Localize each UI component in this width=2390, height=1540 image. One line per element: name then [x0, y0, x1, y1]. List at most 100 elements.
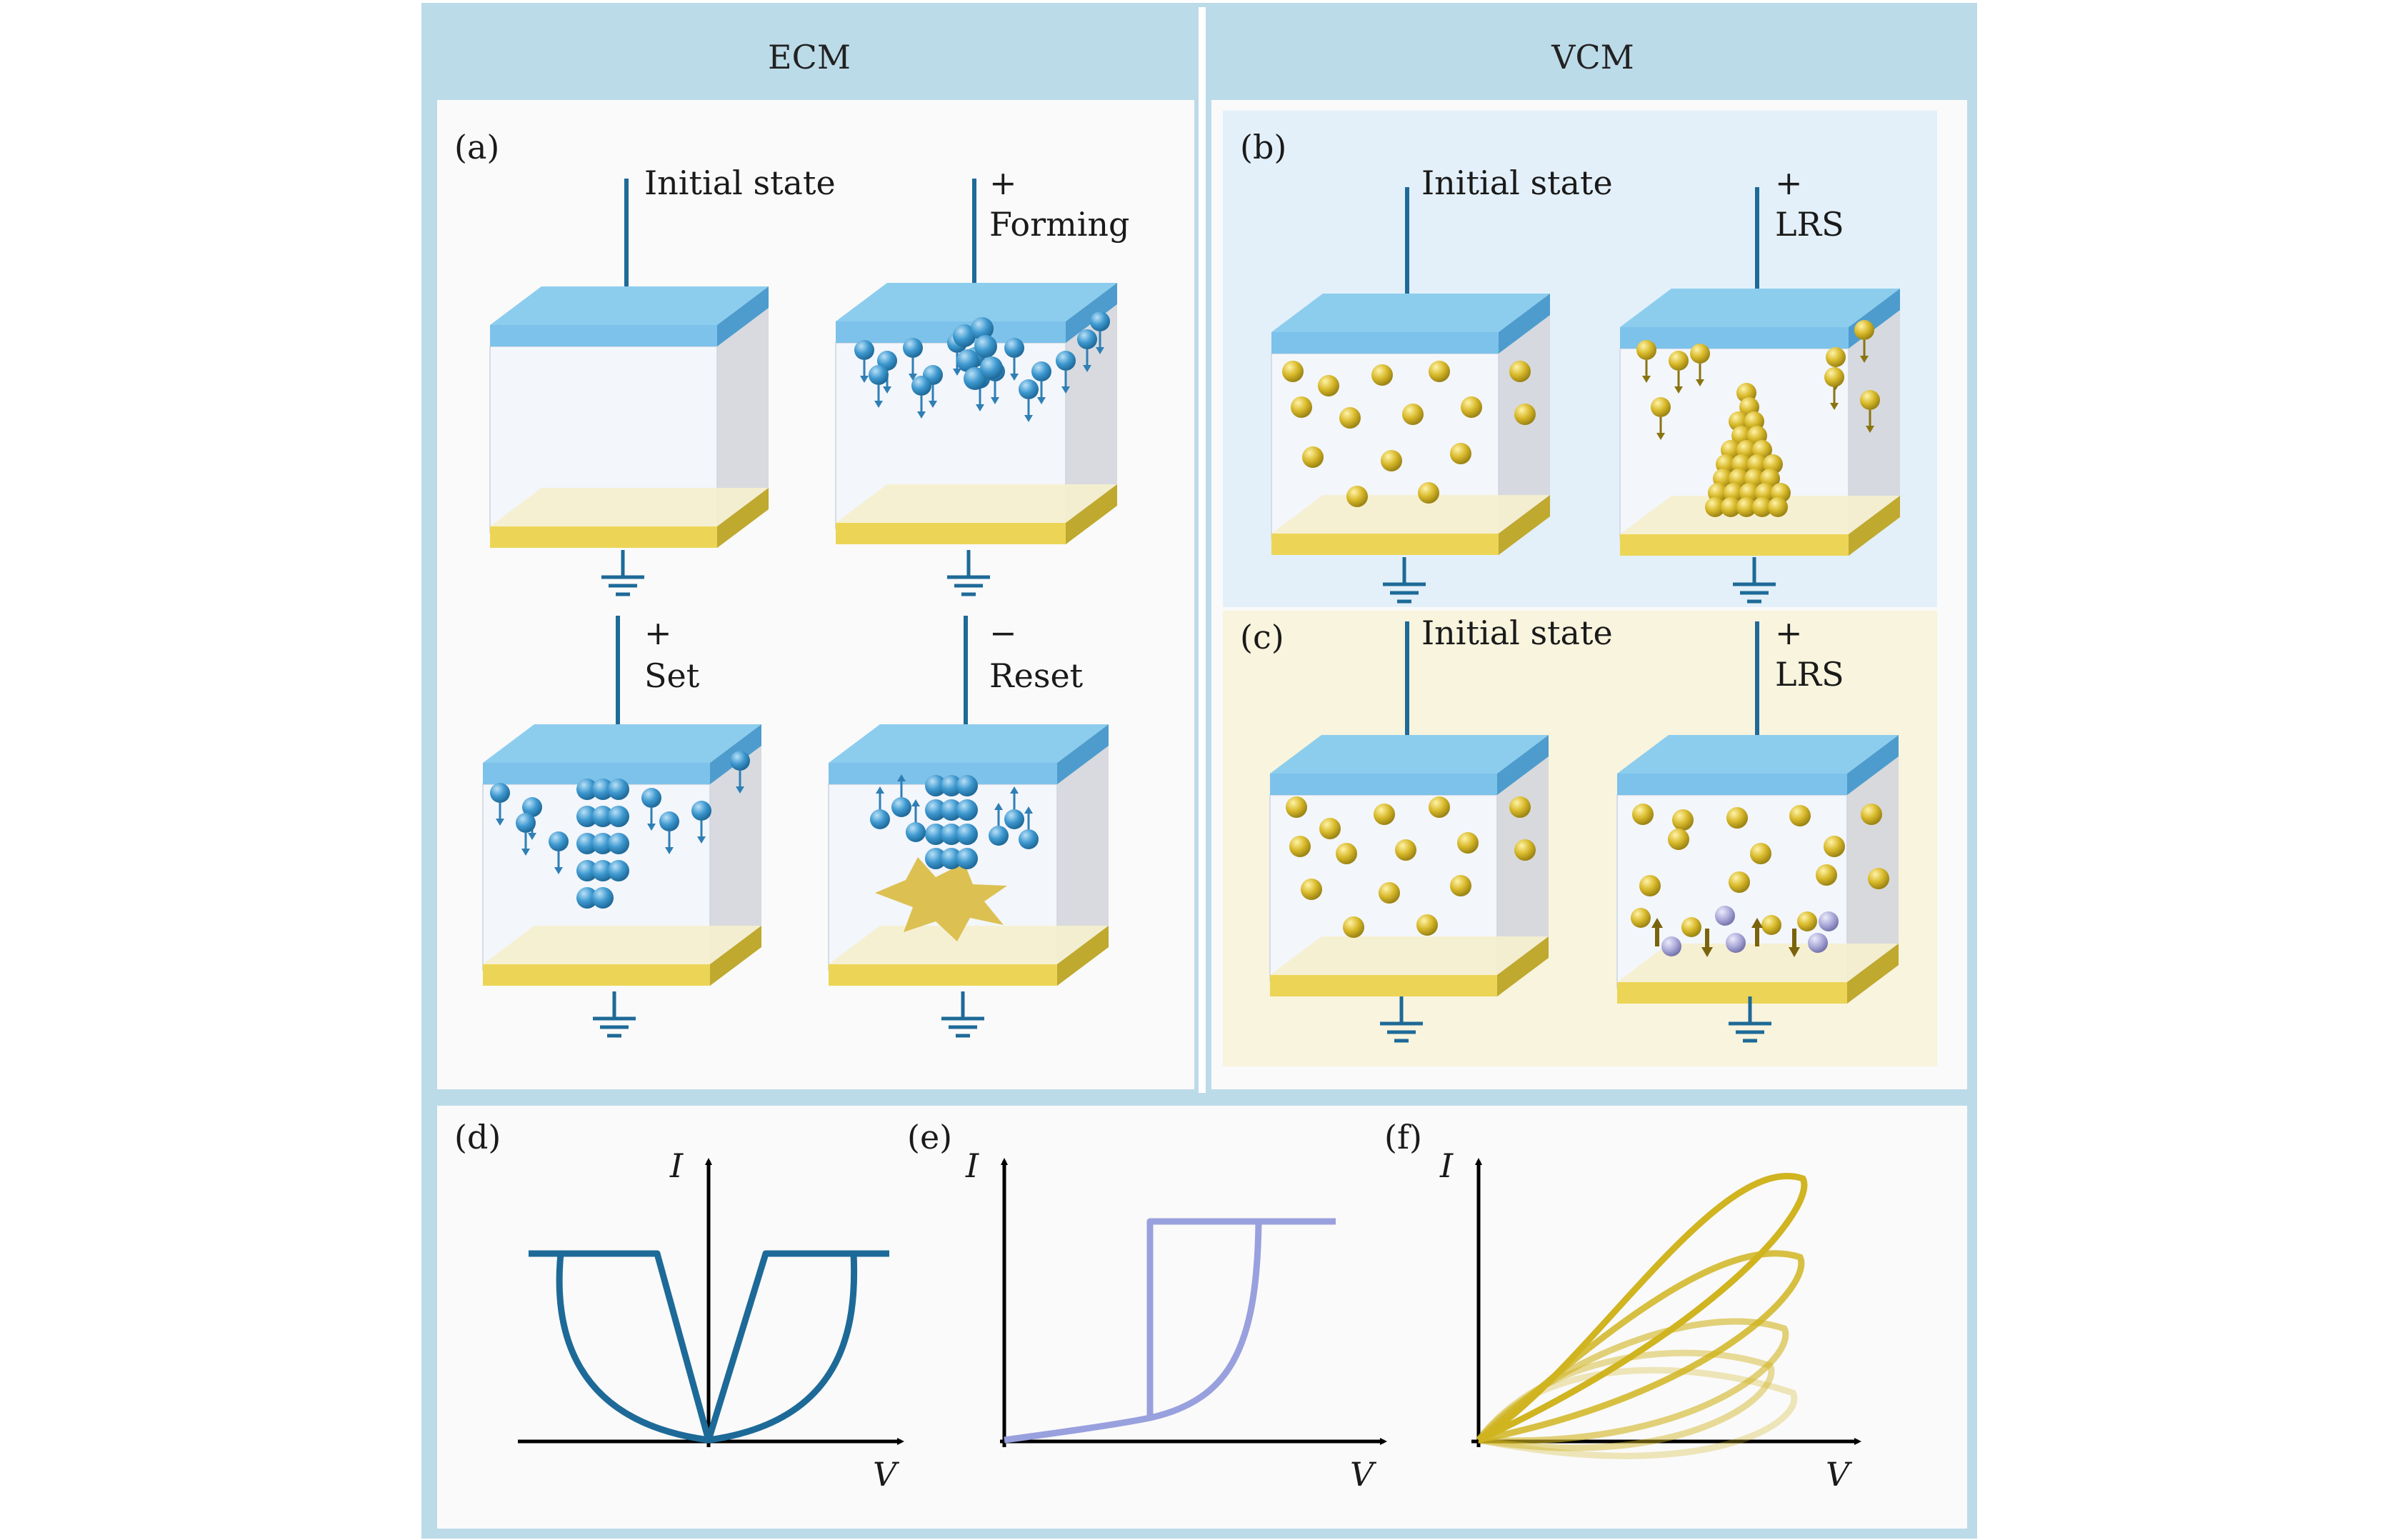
c1-ion-9	[1514, 839, 1536, 861]
c1-top-electrode-side	[1497, 735, 1549, 795]
c2-vacancy-3	[1715, 906, 1735, 926]
b1-ground-icon	[1383, 557, 1426, 604]
a4-ion-3	[1019, 829, 1039, 849]
a4-filament-8	[956, 824, 978, 845]
a3-bottom-electrode-top	[483, 926, 761, 964]
a4-bottom-electrode-side	[1057, 926, 1109, 986]
c1-ion-12	[1450, 875, 1471, 896]
plot-f-loop-3	[1476, 1349, 1775, 1451]
panel-labels: (a) (b) (c) (d) (e) (f)	[454, 128, 1422, 1156]
c2-ion-3	[1789, 805, 1811, 826]
a3-ion-3	[549, 831, 569, 851]
a2-cluster-0	[953, 324, 976, 347]
c2-ion-7	[1824, 836, 1845, 857]
c1-label: Initial state	[1421, 614, 1613, 652]
c2-ground-icon	[1729, 996, 1771, 1043]
a3-ion-arrow-2-head	[521, 849, 530, 856]
b2-device	[1619, 289, 1900, 556]
vcm-header: VCM	[1551, 38, 1634, 76]
c1-ion-10	[1301, 879, 1322, 900]
plot-e-xlabel: V	[1350, 1455, 1377, 1494]
a2-ion-2	[903, 338, 923, 358]
b1-ion-11	[1381, 450, 1402, 471]
a2-cluster-4	[964, 367, 986, 390]
a2-ion-12	[869, 365, 889, 385]
ecm-header: ECM	[768, 38, 851, 76]
a3-ion-arrow-4-head	[647, 824, 656, 831]
c2-ion-6	[1750, 843, 1771, 864]
c2-ion-11	[1868, 868, 1889, 889]
c2-drift-arrow-3-head	[1789, 947, 1800, 957]
a4-filament-2	[956, 775, 978, 796]
b2-side-face	[1849, 306, 1900, 540]
a4-ion-2	[1004, 809, 1024, 829]
a3-polarity: +	[644, 614, 672, 652]
a3-ion-arrow-6-head	[697, 836, 706, 844]
b2-bottom-electrode-side	[1849, 496, 1900, 556]
c2-vacancy-0	[1661, 936, 1681, 956]
a3-filament-1	[592, 779, 614, 800]
a4-filament-4	[941, 799, 962, 821]
a3-filament-4	[592, 806, 614, 827]
c2-bottom-ion-3	[1797, 911, 1817, 931]
device-cells	[482, 179, 1900, 1043]
panel-e-label: (e)	[907, 1118, 952, 1156]
b2-ion-2	[1690, 344, 1710, 364]
a4-top-electrode-top	[829, 724, 1109, 763]
b2-label: LRS	[1775, 205, 1844, 244]
plot-f-ylabel: I	[1439, 1146, 1454, 1185]
c1-ion-14	[1416, 914, 1438, 936]
a2-ion-arrow-4-head	[953, 369, 961, 376]
plot-f-xlabel: V	[1826, 1455, 1853, 1494]
a2-cluster-2	[956, 349, 979, 372]
c2-top-electrode	[1617, 774, 1847, 795]
b2-ion-arrow-5-head	[1860, 356, 1869, 363]
panel-def-background	[437, 1106, 1967, 1529]
a3-ion-4	[641, 788, 661, 808]
b2-ion-arrow-3-head	[1656, 433, 1665, 440]
b2-ion-0	[1636, 340, 1656, 360]
panel-b-label: (b)	[1240, 128, 1286, 166]
a3-ion-6	[691, 801, 711, 821]
a3-ion-1	[522, 797, 542, 817]
a2-bottom-electrode-side	[1066, 484, 1117, 544]
cell-labels: Initial state + Forming + Set − Reset In…	[644, 164, 1844, 695]
a2-ion-arrow-7-head	[1010, 374, 1019, 381]
a4-filament-11	[956, 848, 978, 869]
a4-bottom-electrode	[829, 964, 1057, 986]
a4-side-face	[1057, 741, 1109, 970]
a3-filament-7	[592, 833, 614, 854]
c2-ion-0	[1632, 804, 1654, 825]
c1-ground-icon	[1380, 996, 1423, 1043]
a4-ion-arrow-2-head	[1010, 786, 1019, 794]
plot-f-loops	[1476, 1173, 1808, 1459]
c2-drift-arrow-1-head	[1701, 947, 1713, 957]
plot-f-loop-2	[1476, 1318, 1789, 1444]
a2-side-face	[1066, 300, 1117, 529]
plot-f-loop-4	[1476, 1366, 1798, 1459]
c1-ion-3	[1429, 796, 1450, 818]
a1-top-electrode-side	[717, 286, 769, 346]
c2-bottom-electrode	[1617, 982, 1847, 1004]
b1-ion-5	[1291, 396, 1312, 418]
b1-ion-2	[1371, 364, 1393, 386]
a3-device	[482, 724, 761, 986]
a1-side-face	[717, 304, 769, 532]
a2-ion-arrow-10-head	[1083, 365, 1091, 372]
a2-ion-9	[1056, 351, 1076, 371]
a3-ion-7	[730, 751, 750, 771]
a3-filament-13	[592, 887, 614, 909]
a2-top-electrode-top	[836, 283, 1117, 321]
b1-top-electrode-top	[1271, 294, 1550, 332]
plot-d-ylabel: I	[669, 1146, 684, 1185]
plot-e-set-path	[1004, 1218, 1336, 1444]
b1-ion-10	[1302, 446, 1324, 468]
a3-ion-0	[490, 783, 510, 803]
c2-ion-5	[1668, 829, 1689, 850]
a3-ground-icon	[593, 991, 636, 1038]
plot-e-return-path	[1149, 1221, 1262, 1421]
a2-ion-arrow-2-head	[909, 374, 917, 381]
c1-bottom-electrode	[1270, 975, 1497, 996]
a2-ion-13	[911, 376, 931, 396]
